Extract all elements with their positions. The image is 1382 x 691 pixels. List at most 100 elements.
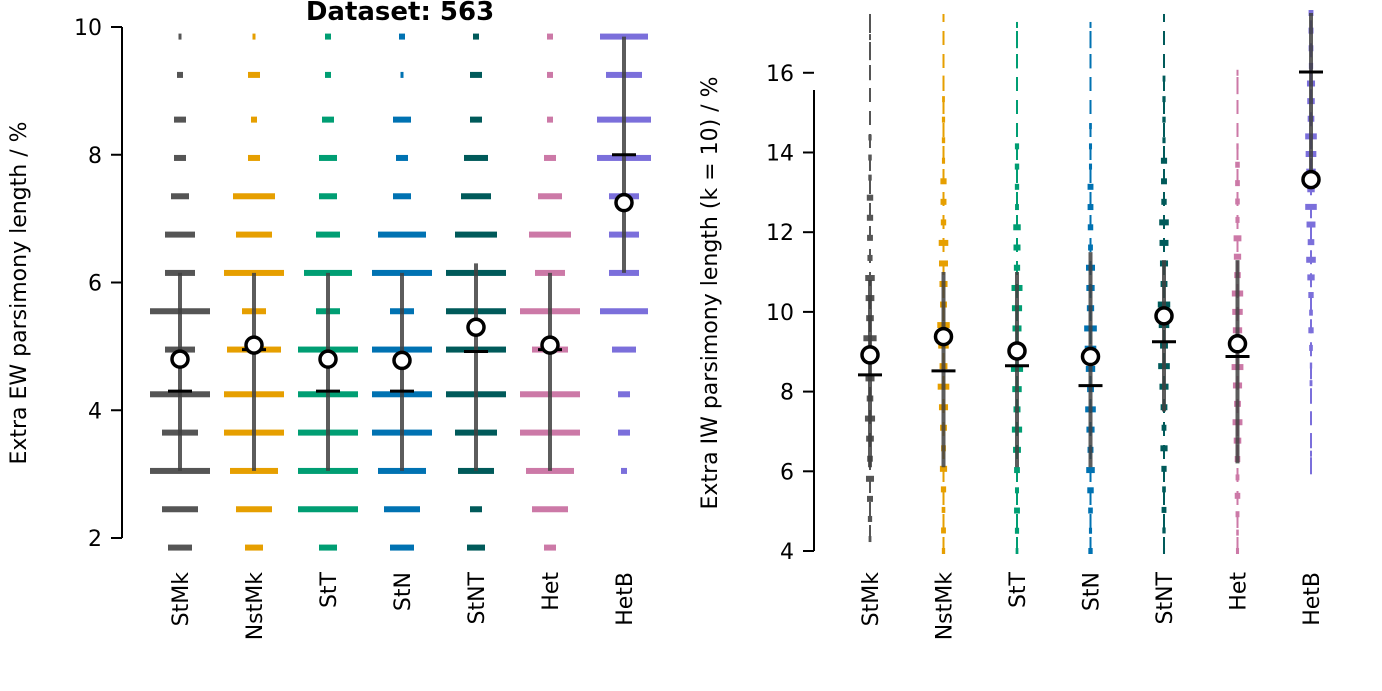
strip-bar bbox=[1087, 224, 1094, 231]
strip-bar bbox=[1088, 527, 1093, 534]
strip-bar bbox=[867, 515, 873, 522]
strip-bar bbox=[1309, 362, 1313, 369]
strip-bar bbox=[544, 154, 556, 161]
strip-bar bbox=[547, 116, 553, 123]
strip-bar bbox=[1088, 244, 1093, 251]
strip-bar bbox=[1013, 244, 1021, 251]
strip-bar bbox=[869, 74, 871, 81]
strip-bar bbox=[600, 308, 648, 315]
y-tick-label: 16 bbox=[766, 62, 794, 87]
strip-bar bbox=[1235, 161, 1240, 168]
strip-bar bbox=[1236, 143, 1239, 150]
strip-bar bbox=[1236, 529, 1239, 536]
strip-bar bbox=[1014, 467, 1020, 474]
strip-bar bbox=[866, 194, 874, 201]
strip-bar bbox=[938, 239, 949, 246]
strip-bar bbox=[612, 346, 636, 353]
strip-bar bbox=[1161, 465, 1167, 472]
strip-bar bbox=[319, 154, 337, 161]
strip-bar bbox=[236, 506, 272, 513]
strip-bar bbox=[325, 33, 331, 40]
mean-point bbox=[860, 345, 880, 365]
y-tick-label: 8 bbox=[88, 144, 102, 169]
category-label: StNT bbox=[1153, 571, 1178, 624]
strip-bar bbox=[1159, 219, 1169, 226]
mean-point bbox=[1154, 306, 1174, 326]
strip-bar bbox=[1087, 183, 1094, 190]
strip-bar bbox=[470, 506, 482, 513]
strip-bar bbox=[868, 134, 872, 141]
strip-bar bbox=[1014, 183, 1020, 190]
strip-bar bbox=[1014, 163, 1020, 170]
ew-panel: Dataset: 563 Extra EW parsimony length /… bbox=[7, 0, 651, 640]
strip-bar bbox=[1088, 507, 1093, 514]
strip-bar bbox=[1235, 511, 1240, 518]
strip-bar bbox=[942, 34, 945, 41]
strip-bar bbox=[869, 114, 871, 121]
strip-bar bbox=[1310, 450, 1312, 457]
strip-bar bbox=[618, 391, 630, 398]
mean-point bbox=[170, 349, 190, 369]
strip-bar bbox=[390, 544, 414, 551]
mean-point bbox=[540, 335, 560, 355]
strip-bar bbox=[1089, 82, 1092, 89]
strip-bar bbox=[1160, 445, 1168, 452]
strip-bar bbox=[1309, 309, 1313, 316]
strip-bar bbox=[319, 193, 337, 200]
strip-bar bbox=[1161, 178, 1167, 185]
strip-bar bbox=[942, 96, 945, 103]
strip-bar bbox=[316, 231, 340, 238]
strip-bar bbox=[942, 75, 945, 82]
strip-bar bbox=[1087, 487, 1094, 494]
y-tick-label: 4 bbox=[780, 540, 794, 565]
mean-point bbox=[614, 192, 634, 213]
category-label: Het bbox=[1227, 572, 1252, 611]
mean-point bbox=[1227, 334, 1248, 354]
strip-bar bbox=[378, 231, 426, 238]
strip-bar bbox=[470, 71, 482, 78]
strip-bar bbox=[1163, 55, 1165, 62]
strip-bar bbox=[1308, 327, 1314, 334]
category-label: HetB bbox=[613, 572, 638, 626]
strip-bar bbox=[865, 475, 875, 482]
strip-bar bbox=[942, 55, 945, 62]
y-tick-label: 6 bbox=[780, 460, 794, 485]
category-label: StNT bbox=[465, 571, 490, 624]
strip-bar bbox=[1016, 102, 1018, 109]
strip-bar bbox=[1309, 344, 1313, 351]
strip-bar bbox=[1089, 123, 1092, 130]
strip-bar bbox=[1236, 106, 1239, 113]
strip-bar bbox=[399, 33, 405, 40]
strip-bar bbox=[939, 465, 948, 472]
strip-bar bbox=[1016, 62, 1018, 69]
mean-point bbox=[933, 326, 954, 347]
iw-panel: Extra IW parsimony length (k = 10) / % 4… bbox=[698, 10, 1325, 640]
strip-bar bbox=[319, 544, 337, 551]
strip-bar bbox=[939, 260, 948, 267]
strip-bar bbox=[248, 154, 260, 161]
strip-bar bbox=[1234, 492, 1241, 499]
strip-bar bbox=[1015, 123, 1019, 130]
strip-bar bbox=[1236, 124, 1239, 131]
strip-bar bbox=[1306, 256, 1316, 263]
strip-bar bbox=[1014, 143, 1020, 150]
y-tick-label: 10 bbox=[766, 301, 794, 326]
summary-marks bbox=[168, 36, 636, 471]
strip-bar bbox=[1162, 486, 1166, 493]
strip-bar bbox=[532, 506, 568, 513]
strip-bar bbox=[325, 71, 331, 78]
strip-bar bbox=[1161, 424, 1167, 431]
strip-bar bbox=[1015, 204, 1019, 211]
strip-bar bbox=[1163, 34, 1165, 41]
strip-bar bbox=[1235, 548, 1240, 554]
strip-bar bbox=[1161, 198, 1167, 205]
y-axis-label: Extra IW parsimony length (k = 10) / % bbox=[698, 77, 723, 510]
strip-bar bbox=[165, 231, 195, 238]
strip-bar bbox=[1014, 527, 1020, 534]
strip-bar bbox=[1089, 42, 1092, 49]
strip-bar bbox=[1015, 548, 1019, 554]
strip-bar bbox=[941, 137, 946, 144]
